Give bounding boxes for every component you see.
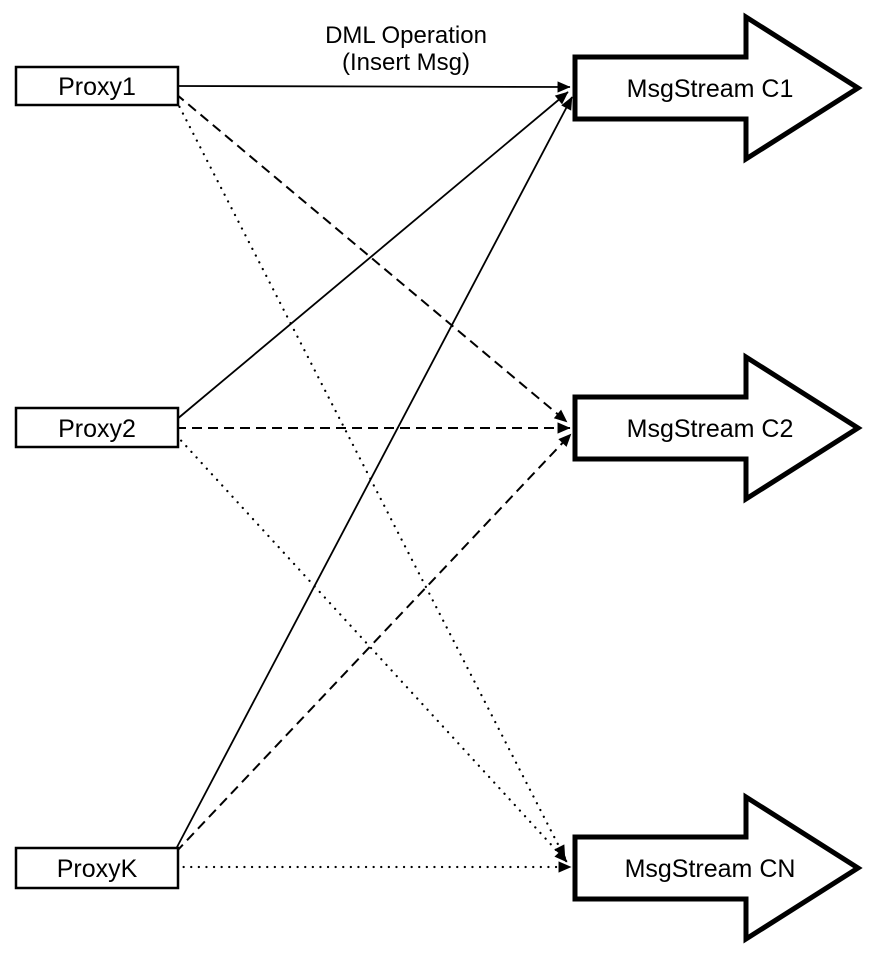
edge-proxyk-to-c2 xyxy=(175,433,572,853)
proxyk-label: ProxyK xyxy=(57,855,138,883)
edge-proxy1-to-cn xyxy=(174,98,567,860)
msgstream-cn-label: MsgStream CN xyxy=(625,855,796,883)
edge-proxy2-to-cn xyxy=(174,433,569,864)
dml-operation-annotation-line1: DML Operation xyxy=(325,22,487,49)
proxy2-node: Proxy2 xyxy=(14,406,180,449)
proxyk-node: ProxyK xyxy=(14,846,180,890)
edge-proxy1-to-c1 xyxy=(175,81,571,93)
msgstream-c1-label: MsgStream C1 xyxy=(627,75,794,103)
edge-proxy2-to-c1 xyxy=(175,91,569,421)
edge-proxyk-to-c1 xyxy=(175,96,573,850)
msgstream-c2-label: MsgStream C2 xyxy=(627,415,794,443)
proxy1-label: Proxy1 xyxy=(58,73,136,101)
msgstream-cn-arrow: MsgStream CN xyxy=(572,792,863,944)
msgstream-c2-arrow: MsgStream C2 xyxy=(572,352,863,504)
proxy2-label: Proxy2 xyxy=(58,415,136,443)
proxy1-node: Proxy1 xyxy=(14,65,180,107)
edge-proxy1-to-c2 xyxy=(175,93,568,423)
msgstream-c1-arrow: MsgStream C1 xyxy=(572,12,863,164)
dml-operation-annotation-line2: (Insert Msg) xyxy=(342,49,470,76)
